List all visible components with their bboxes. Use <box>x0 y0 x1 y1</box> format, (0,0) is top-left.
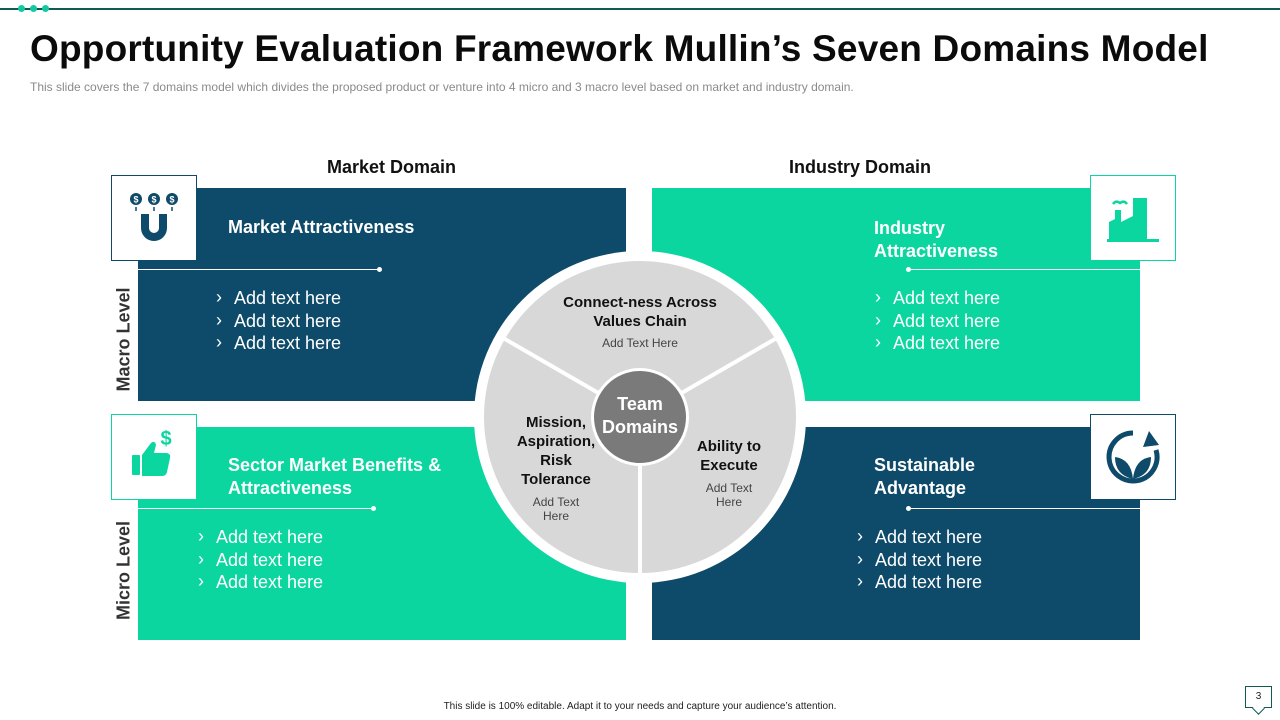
segment-sub: Add Text Here <box>532 495 580 523</box>
thumbs-up-dollar-icon: $ <box>111 414 197 500</box>
list-item: Add text here <box>198 548 323 572</box>
industry-attractiveness-title: Industry Attractiveness <box>874 218 999 261</box>
list-item: Add text here <box>875 331 1000 355</box>
list-item: Add text here <box>198 570 323 594</box>
page-title: Opportunity Evaluation Framework Mullin’… <box>30 28 1209 69</box>
micro-level-label: Micro Level <box>113 520 134 621</box>
segment-title: Ability to Execute <box>696 438 762 474</box>
team-domains-center <box>594 371 686 463</box>
segment-title: Mission, Aspiration, Risk Tolerance <box>516 414 596 488</box>
list-item: Add text here <box>216 331 341 355</box>
list-item: Add text here <box>198 525 323 549</box>
market-attractiveness-title: Market Attractiveness <box>228 217 415 237</box>
svg-text:$: $ <box>160 429 171 450</box>
segment-sub: Add Text Here <box>602 336 678 350</box>
segment-execute: Ability to Execute Add Text Here <box>686 437 772 509</box>
industry-attractiveness-divider <box>906 267 1142 272</box>
macro-level-label: Macro Level <box>113 287 134 392</box>
team-domains-wheel <box>474 251 806 583</box>
sustainable-advantage-title: Sustainable Advantage <box>874 455 976 498</box>
leaf-cycle-icon <box>1090 414 1176 500</box>
header-rule <box>0 8 1280 10</box>
money-magnet-icon: $ $ $ <box>111 175 197 261</box>
segment-title: Connect-ness Across Values Chain <box>563 294 717 330</box>
list-item: Add text here <box>875 309 1000 333</box>
sector-benefits-title: Sector Market Benefits & Attractiveness <box>228 455 442 498</box>
list-item: Add text here <box>857 525 982 549</box>
list-item: Add text here <box>857 548 982 572</box>
industry-attractiveness-list: Add text here Add text here Add text her… <box>875 286 1000 355</box>
list-item: Add text here <box>875 286 1000 310</box>
svg-text:$: $ <box>169 195 174 205</box>
svg-text:$: $ <box>133 195 138 205</box>
svg-text:$: $ <box>151 195 156 205</box>
market-attractiveness-divider <box>138 267 382 272</box>
page-number: 3 <box>1245 686 1272 708</box>
footer-note: This slide is 100% editable. Adapt it to… <box>443 701 837 712</box>
sector-benefits-list: Add text here Add text here Add text her… <box>198 525 323 594</box>
sector-benefits-divider <box>138 506 376 511</box>
list-item: Add text here <box>216 286 341 310</box>
industry-domain-heading: Industry Domain <box>789 157 932 177</box>
team-domains-label: Team Domains <box>601 394 679 437</box>
segment-mission: Mission, Aspiration, Risk Tolerance Add … <box>508 413 604 523</box>
page-subtitle: This slide covers the 7 domains model wh… <box>30 80 854 94</box>
sustainable-advantage-divider <box>906 506 1142 511</box>
segment-connectness: Connect-ness Across Values Chain Add Tex… <box>548 293 732 350</box>
sustainable-advantage-list: Add text here Add text here Add text her… <box>857 525 982 594</box>
factory-icon <box>1090 175 1176 261</box>
segment-sub: Add Text Here <box>705 481 753 509</box>
market-attractiveness-list: Add text here Add text here Add text her… <box>216 286 341 355</box>
list-item: Add text here <box>216 309 341 333</box>
market-domain-heading: Market Domain <box>327 157 457 177</box>
list-item: Add text here <box>857 570 982 594</box>
header-dots <box>18 5 49 12</box>
